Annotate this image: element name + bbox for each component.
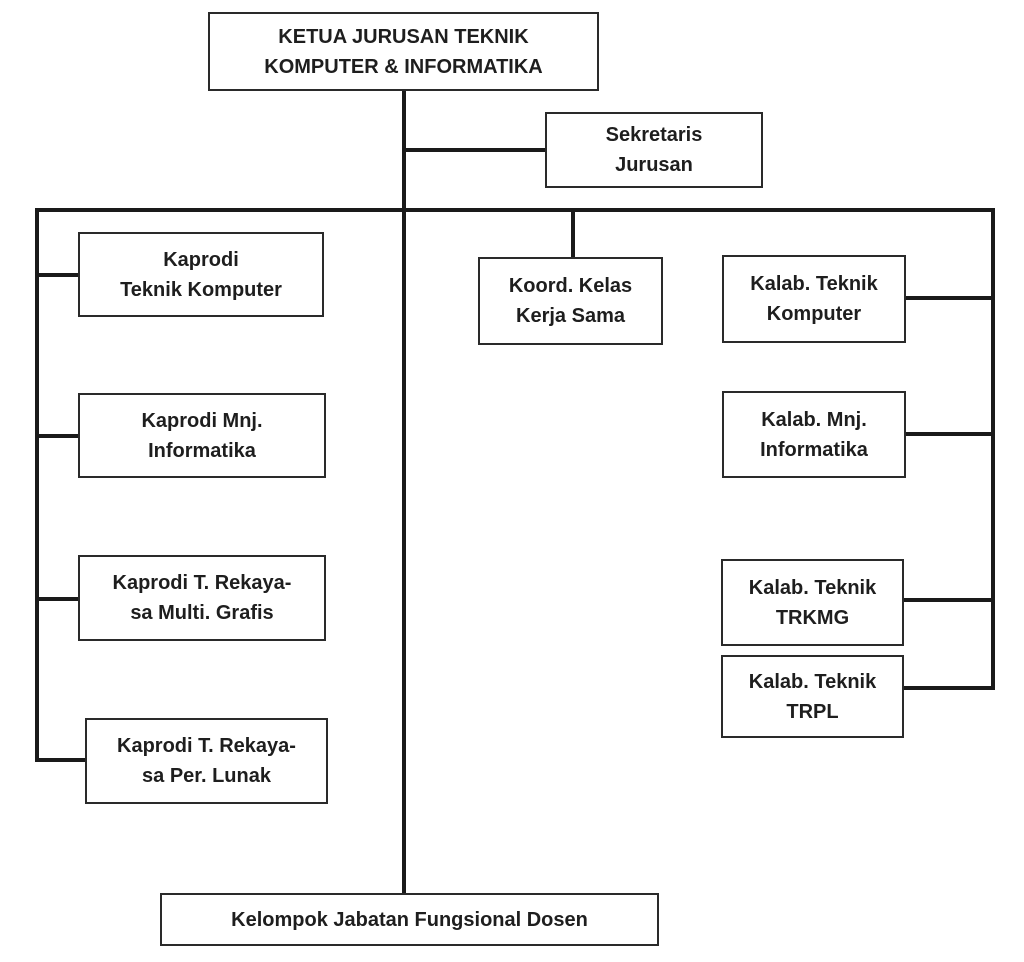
kaprodi-line1: Kaprodi Mnj. — [141, 409, 263, 432]
kalab-line1: Kalab. Teknik — [750, 273, 878, 295]
kalab-box: Kalab. Teknik TRPL — [721, 655, 904, 738]
koord-line1: Koord. Kelas — [508, 275, 633, 297]
head-box: KETUA JURUSAN TEKNIK KOMPUTER & INFORMAT… — [208, 12, 599, 91]
kalab-line1: Kalab. Teknik — [748, 576, 877, 599]
kalab-line1: Kalab. Mnj. — [761, 408, 867, 431]
kaprodi-box: Kaprodi Mnj. Informatika — [78, 393, 326, 478]
kaprodi-line1: Kaprodi — [163, 248, 239, 271]
kalab-box: Kalab. Mnj. Informatika — [722, 391, 906, 478]
secretary-line1: Sekretaris — [605, 124, 703, 146]
head-line2: KOMPUTER & INFORMATIKA — [264, 55, 543, 78]
kaprodi-line2: sa Per. Lunak — [142, 765, 271, 787]
bottom-label: Kelompok Jabatan Fungsional Dosen — [231, 908, 588, 931]
kalab-box: Kalab. Teknik TRKMG — [721, 559, 904, 646]
kalab-line2: Informatika — [760, 438, 868, 461]
koord-line2: Kerja Sama — [516, 305, 625, 327]
kaprodi-line2: Teknik Komputer — [120, 278, 282, 301]
kaprodi-box: Kaprodi T. Rekaya- sa Per. Lunak — [85, 718, 328, 804]
kalab-box: Kalab. Teknik Komputer — [722, 255, 906, 343]
kalab-line2: TRPL — [786, 700, 839, 723]
kaprodi-box: Kaprodi T. Rekaya- sa Multi. Grafis — [78, 555, 326, 641]
head-line1: KETUA JURUSAN TEKNIK — [278, 25, 529, 48]
kaprodi-box: Kaprodi Teknik Komputer — [78, 232, 324, 317]
kaprodi-line1: Kaprodi T. Rekaya- — [112, 572, 292, 594]
kalab-line1: Kalab. Teknik — [748, 670, 877, 693]
kaprodi-line2: sa Multi. Grafis — [130, 602, 274, 624]
koord-box: Koord. Kelas Kerja Sama — [478, 257, 663, 345]
secretary-box: Sekretaris Jurusan — [545, 112, 763, 188]
kaprodi-line2: Informatika — [148, 439, 256, 462]
kalab-line2: Komputer — [766, 303, 862, 325]
kalab-line2: TRKMG — [775, 606, 850, 629]
bottom-box: Kelompok Jabatan Fungsional Dosen — [160, 893, 659, 946]
kaprodi-line1: Kaprodi T. Rekaya- — [117, 735, 296, 757]
secretary-line2: Jurusan — [615, 154, 693, 176]
